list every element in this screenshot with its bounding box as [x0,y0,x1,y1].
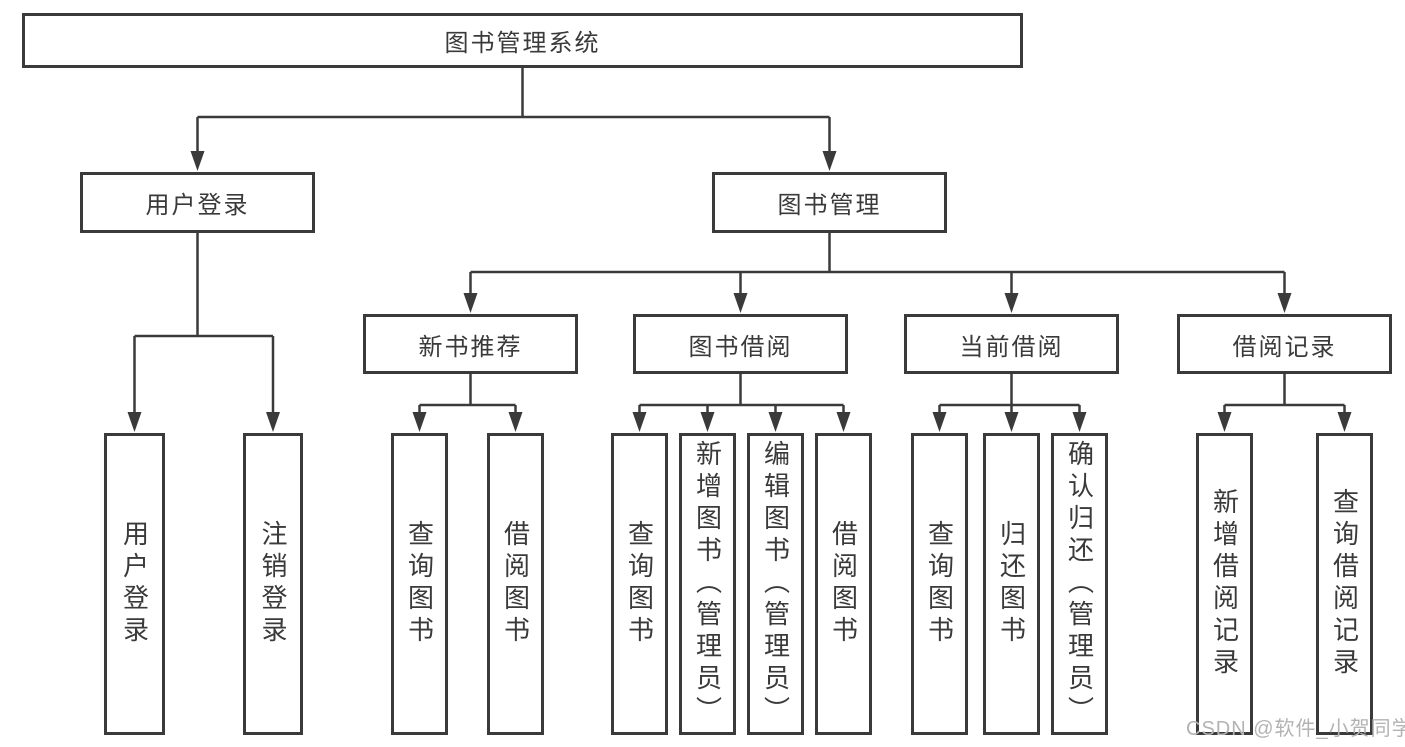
leaf-newrec-query-book: 查询图书 [391,433,448,735]
connector-root-to-level2 [190,68,837,171]
leaf-record-add-record-label: 新增借阅记录 [1209,488,1240,680]
connector-borrow-record-to-leaves [1217,374,1352,432]
node-book-borrow: 图书借阅 [633,314,848,374]
leaf-borrow-borrow-book: 借阅图书 [815,433,872,735]
leaf-borrow-edit-book-admin-label: 编辑图书（管理员） [760,440,791,728]
node-user-login-label: 用户登录 [145,192,250,219]
leaf-record-add-record: 新增借阅记录 [1196,433,1253,735]
node-root-label: 图书管理系统 [444,30,601,57]
leaf-current-query-book-label: 查询图书 [924,520,955,648]
leaf-borrow-add-book-admin: 新增图书（管理员） [679,433,736,735]
leaf-borrow-query-book-label: 查询图书 [624,520,655,648]
leaf-current-confirm-return-admin-label: 确认归还（管理员） [1064,440,1095,728]
leaf-logout-label: 注销登录 [258,520,288,648]
leaf-borrow-edit-book-admin: 编辑图书（管理员） [747,433,804,735]
node-borrow-record: 借阅记录 [1177,314,1392,374]
leaf-current-query-book: 查询图书 [911,433,968,735]
leaf-record-query-record-label: 查询借阅记录 [1329,488,1360,680]
csdn-watermark: CSDN @软件_小贺同学 [1186,718,1405,740]
node-new-book-recommend: 新书推荐 [363,314,578,374]
node-root: 图书管理系统 [22,13,1023,68]
node-new-book-recommend-label: 新书推荐 [418,333,523,361]
node-book-mgmt-label: 图书管理 [777,192,882,219]
leaf-logout: 注销登录 [243,433,303,735]
node-book-mgmt: 图书管理 [712,172,947,233]
node-current-borrow: 当前借阅 [904,314,1119,374]
leaf-current-confirm-return-admin: 确认归还（管理员） [1051,433,1108,735]
leaf-record-query-record: 查询借阅记录 [1316,433,1373,735]
leaf-newrec-query-book-label: 查询图书 [404,520,435,648]
leaf-borrow-query-book: 查询图书 [611,433,668,735]
node-current-borrow-label: 当前借阅 [959,333,1064,361]
connector-new-book-rec-to-leaves [412,374,523,432]
leaf-current-return-book-label: 归还图书 [996,520,1027,648]
connector-user-login-to-leaves [127,233,280,432]
node-book-borrow-label: 图书借阅 [688,333,793,361]
connector-book-borrow-to-leaves [632,374,851,432]
leaf-borrow-add-book-admin-label: 新增图书（管理员） [692,440,723,728]
node-user-login: 用户登录 [80,172,315,233]
leaf-current-return-book: 归还图书 [983,433,1040,735]
connector-book-mgmt-to-level3 [463,233,1292,313]
leaf-newrec-borrow-book: 借阅图书 [487,433,544,735]
connector-current-borrow-to-leaves [932,374,1087,432]
leaf-newrec-borrow-book-label: 借阅图书 [500,520,531,648]
leaf-borrow-borrow-book-label: 借阅图书 [828,520,859,648]
node-borrow-record-label: 借阅记录 [1232,333,1337,361]
leaf-user-login-label: 用户登录 [119,520,150,648]
leaf-user-login: 用户登录 [104,433,165,735]
